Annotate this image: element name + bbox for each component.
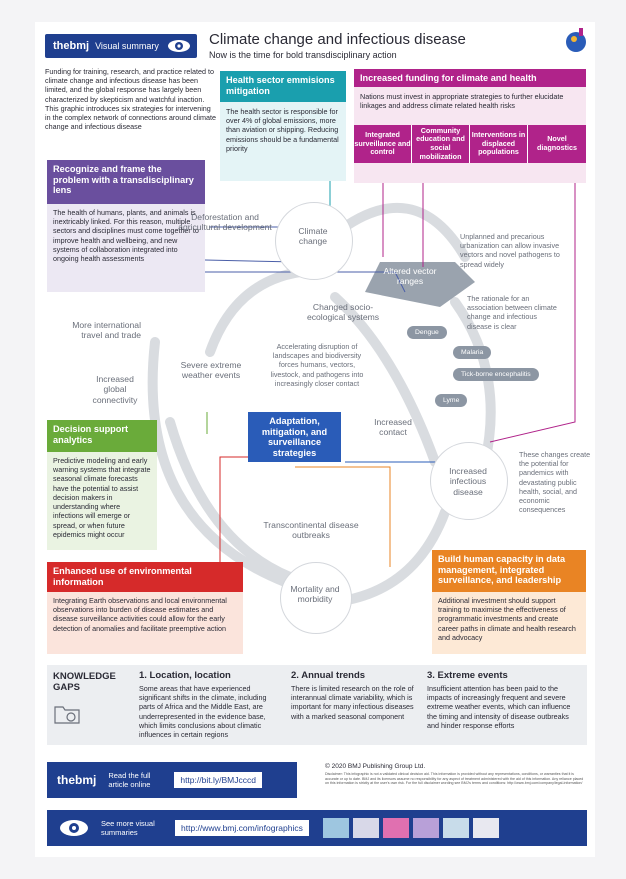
funding-item: Integrated surveillance and control [354, 125, 412, 163]
recognize-body: The health of humans, plants, and animal… [53, 208, 199, 264]
thumbnail[interactable] [352, 818, 379, 838]
health-sector-title: Health sector emmisions mitigation [220, 71, 346, 102]
flow-arrow [205, 267, 305, 357]
flow-arrow [330, 292, 440, 467]
node-increased-contact: Increased contact [374, 417, 412, 438]
flow-arrow [147, 337, 290, 587]
knowledge-gaps-label-cell: KNOWLEDGE GAPS [47, 665, 133, 745]
decision-title: Decision support analytics [47, 420, 157, 452]
health-sector-body: The health sector is responsible for ove… [226, 107, 339, 153]
thumbnail[interactable] [442, 818, 469, 838]
funding-item: Novel diagnostics [528, 125, 586, 163]
enhanced-title: Enhanced use of environmental informatio… [47, 562, 243, 592]
bmj-logo: thebmj [53, 40, 90, 52]
gap-title: 1. Location, location [139, 670, 231, 681]
thumbnail[interactable] [412, 818, 439, 838]
urbanization-text: Unplanned and precarious urbanization ca… [460, 232, 560, 269]
gap-title: 3. Extreme events [427, 670, 508, 681]
gap-item: 3. Extreme events Insufficient attention… [421, 665, 587, 745]
capacity-box: Build human capacity in data management,… [432, 550, 586, 654]
copyright-text: © 2020 BMJ Publishing Group Ltd. [325, 763, 426, 770]
adaptation-box: Adaptation, mitigation, and surveillance… [248, 412, 341, 462]
page-subtitle: Now is the time for bold transdisciplina… [209, 50, 397, 60]
node-altered-vector: Altered vector ranges [383, 266, 437, 287]
node-circle-mortality [280, 562, 352, 634]
funding-item: Community education and social mobilizat… [412, 125, 470, 163]
eye-icon [167, 40, 190, 52]
funding-box: Increased funding for climate and health… [354, 69, 586, 183]
capacity-title: Build human capacity in data management,… [432, 550, 586, 592]
recognize-title: Recognize and frame the problem with a t… [47, 160, 205, 204]
read-full-label: Read the full article online [108, 771, 151, 789]
intro-text: Funding for training, research, and prac… [45, 67, 216, 132]
gap-body: Some areas that have experienced signifi… [139, 684, 267, 740]
gap-title: 2. Annual trends [291, 670, 366, 681]
disclaimer-text: Disclaimer: This infographic is not a va… [325, 772, 584, 786]
node-increased-connectivity: Increased global connectivity [92, 374, 138, 405]
bmj-logo-footer: thebmj [57, 773, 97, 787]
capacity-body: Additional investment should support tra… [438, 596, 576, 642]
thumbnail-strip [322, 818, 499, 838]
infographics-link[interactable]: http://www.bmj.com/infographics [175, 820, 309, 836]
page-title: Climate change and infectious disease [209, 31, 466, 48]
see-more-label: See more visual summaries [101, 819, 155, 837]
node-circle-disease [430, 442, 508, 520]
folder-search-icon [54, 706, 80, 724]
knowledge-gaps-label: KNOWLEDGE GAPS [53, 671, 116, 693]
gap-body: Insufficient attention has been paid to … [427, 684, 571, 730]
enhanced-box: Enhanced use of environmental informatio… [47, 562, 243, 654]
accelerating-text: Accelerating disruption of landscapes an… [270, 342, 364, 388]
decision-body: Predictive modeling and early warning sy… [53, 456, 151, 539]
rationale-text: The rationale for an association between… [467, 294, 557, 331]
recognize-box: Recognize and frame the problem with a t… [47, 160, 205, 292]
changes-text: These changes create the potential for p… [519, 450, 591, 515]
visual-summary-label: Visual summary [95, 41, 159, 51]
thumbnail[interactable] [382, 818, 409, 838]
disease-pill-lyme: Lyme [435, 394, 468, 407]
funding-items: Integrated surveillance and control Comm… [354, 125, 586, 163]
disease-pill-dengue: Dengue [407, 326, 447, 339]
visual-summary-badge[interactable]: thebmj Visual summary [45, 34, 197, 58]
read-article-banner[interactable]: thebmj Read the full article online http… [47, 762, 297, 798]
thumbnail[interactable] [472, 818, 499, 838]
infographic-page: thebmj Visual summary Climate change and… [35, 22, 595, 857]
disease-pill-tick: Tick-borne encephalitis [453, 368, 539, 381]
knowledge-gaps: KNOWLEDGE GAPS 1. Location, location Som… [47, 665, 587, 745]
node-mortality: Mortality and morbidity [290, 584, 340, 605]
health-sector-box: Health sector emmisions mitigation The h… [220, 71, 346, 181]
node-climate-change: Climate change [298, 226, 328, 247]
eye-icon-footer [60, 820, 88, 836]
node-severe-weather: Severe extreme weather events [180, 360, 242, 381]
gap-item: 1. Location, location Some areas that ha… [133, 665, 285, 745]
funding-body: Nations must invest in appropriate strat… [360, 92, 564, 111]
article-link[interactable]: http://bit.ly/BMJcccd [174, 772, 262, 788]
funding-item: Interventions in displaced populations [470, 125, 528, 163]
enhanced-body: Integrating Earth observations and local… [53, 596, 227, 633]
see-more-banner[interactable]: See more visual summaries http://www.bmj… [47, 810, 587, 846]
node-circle-climate [275, 202, 353, 280]
node-increased-disease: Increased infectious disease [449, 466, 487, 497]
flow-diagram [147, 181, 576, 607]
vector-ranges-arrow [365, 262, 475, 307]
flow-arrow [330, 507, 450, 607]
gap-item: 2. Annual trends There is limited resear… [285, 665, 421, 745]
decision-box: Decision support analytics Predictive mo… [47, 420, 157, 550]
flow-arrow [330, 202, 470, 262]
node-deforestation: Deforestation and agricultural developme… [178, 212, 272, 233]
node-changed-socio: Changed socio-ecological systems [306, 302, 380, 323]
funding-title: Increased funding for climate and health [354, 69, 586, 87]
virus-flask-icon [566, 28, 586, 52]
node-transcontinental: Transcontinental disease outbreaks [263, 520, 359, 541]
node-more-travel: More international travel and trade [72, 320, 141, 341]
thumbnail[interactable] [322, 818, 349, 838]
disease-pill-malaria: Malaria [453, 346, 492, 359]
gap-body: There is limited research on the role of… [291, 684, 414, 721]
flow-arrow [165, 417, 295, 582]
